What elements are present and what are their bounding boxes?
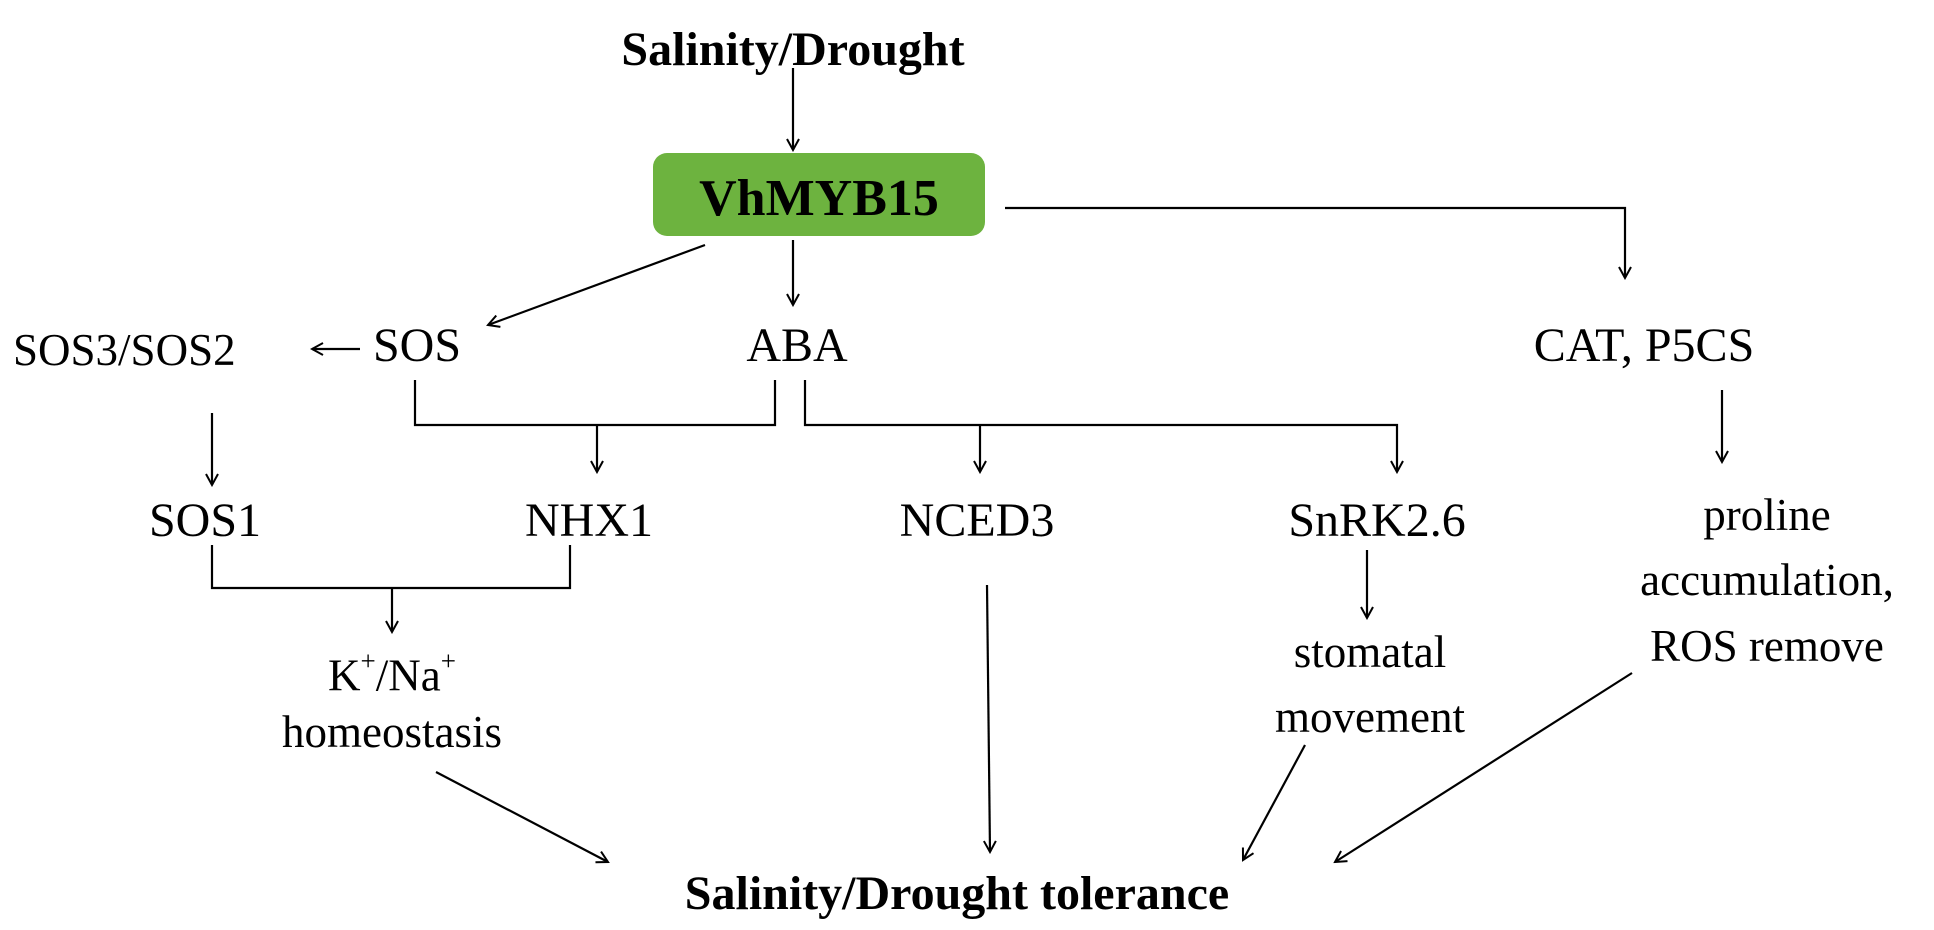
diagram-title: Salinity/Drought — [621, 23, 965, 76]
arrow-stomatal-to-tolerance — [1243, 744, 1306, 860]
snrk26-label: SnRK2.6 — [1288, 494, 1466, 547]
arrow-nced3-to-tolerance — [987, 584, 990, 852]
proline-line3: ROS remove — [1650, 620, 1884, 671]
arrow-central-to-cat — [1005, 206, 1625, 278]
homeostasis-text: homeostasis — [282, 706, 502, 757]
sos1-label: SOS1 — [148, 494, 262, 547]
arrow-proline-to-tolerance — [1335, 672, 1633, 862]
na-plus-sup: + — [440, 646, 456, 676]
proline-line1: proline — [1703, 490, 1831, 540]
proline-line2: accumulation, — [1640, 555, 1894, 606]
nhx1-label: NHX1 — [525, 494, 653, 547]
na-ion: /Na — [375, 650, 441, 701]
connector-sos1-nhx1-kna — [210, 545, 572, 590]
central-node-label: VhMYB15 — [699, 170, 939, 227]
cat-p5cs-label: CAT, P5CS — [1533, 319, 1755, 372]
stomatal-movement-label: stomatal movement — [1275, 620, 1465, 751]
central-node-box — [653, 153, 985, 236]
kna-homeostasis-label: K+/Na+ homeostasis — [282, 645, 502, 760]
sos3-sos2-label: SOS3/SOS2 — [13, 325, 236, 375]
connector-sos-aba-nhx1 — [413, 380, 777, 427]
arrow-central-to-sos — [488, 243, 706, 325]
k-ion: K — [328, 650, 361, 701]
stomatal-line1: stomatal — [1293, 627, 1447, 677]
k-plus-sup: + — [360, 646, 376, 676]
stomatal-line2: movement — [1275, 692, 1465, 743]
proline-ros-label: proline accumulation, ROS remove — [1640, 483, 1894, 679]
sos-label: SOS — [372, 319, 462, 372]
arrow-kna-to-tolerance — [435, 771, 608, 862]
nced3-label: NCED3 — [899, 494, 1055, 547]
aba-label: ABA — [746, 319, 848, 372]
tolerance-title: Salinity/Drought tolerance — [684, 867, 1230, 920]
connector-aba-nced3-snrk — [803, 380, 1397, 472]
